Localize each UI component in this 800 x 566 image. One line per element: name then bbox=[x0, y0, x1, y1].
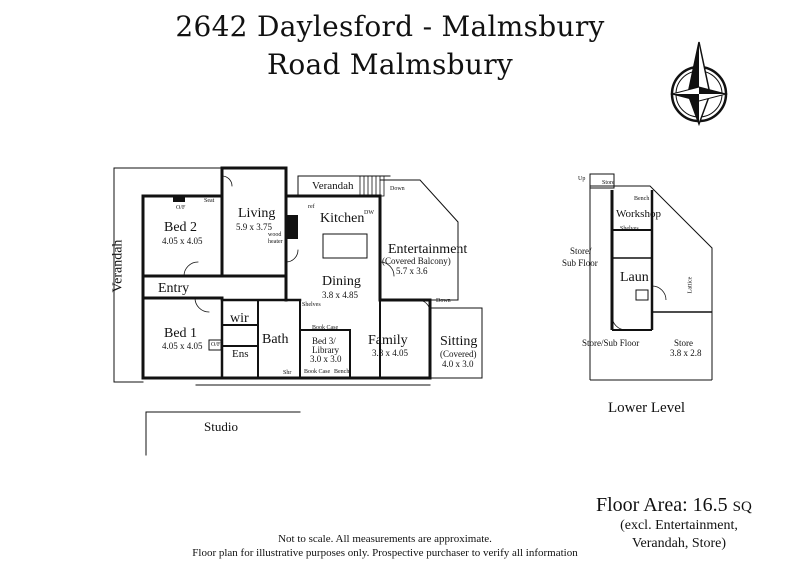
lower-laun: Laun bbox=[620, 270, 649, 285]
shr-label: Shr bbox=[283, 370, 292, 376]
down-top-label: Down bbox=[390, 186, 405, 192]
floor-area: Floor Area: 16.5 SQ bbox=[596, 494, 752, 517]
dw-label: DW bbox=[364, 210, 374, 216]
lower-store-subfloor1b: Sub Floor bbox=[562, 258, 598, 268]
bed1-name: Bed 1 bbox=[164, 326, 198, 341]
book-case-top-label: Book Case bbox=[312, 325, 339, 331]
lower-bench: Bench bbox=[634, 196, 650, 202]
ens-label: Ens bbox=[232, 348, 249, 360]
wood-heater-label: wood heater bbox=[268, 232, 283, 245]
lower-store-small: Store bbox=[602, 180, 615, 186]
bench-main-label: Bench bbox=[334, 369, 350, 375]
ref-label: ref bbox=[308, 204, 315, 210]
floor-area-exclusions: (excl. Entertainment, Verandah, Store) bbox=[620, 518, 738, 551]
down-sitting-label: Down bbox=[436, 298, 451, 304]
disclaimer-line-2: Floor plan for illustrative purposes onl… bbox=[192, 547, 578, 559]
lower-store-size: 3.8 x 2.8 bbox=[670, 348, 702, 358]
sitting-sub: (Covered) bbox=[440, 349, 477, 359]
bed2-name: Bed 2 bbox=[164, 220, 198, 235]
verandah-side-label: Verandah bbox=[110, 239, 126, 293]
lower-store-subfloor2: Store/Sub Floor bbox=[582, 338, 640, 348]
lower-lattice: Lattice bbox=[687, 276, 694, 294]
wir-label: wir bbox=[230, 311, 249, 326]
kitchen-name: Kitchen bbox=[320, 211, 365, 226]
lower-up-label: Up bbox=[578, 176, 586, 182]
title-line-2: Road Malmsbury bbox=[266, 48, 514, 81]
dining-name: Dining bbox=[322, 274, 361, 289]
bed1-size: 4.05 x 4.05 bbox=[162, 341, 203, 351]
bed2-size: 4.05 x 4.05 bbox=[162, 236, 203, 246]
living-name: Living bbox=[238, 206, 276, 221]
book-case-bottom-label: Book Case bbox=[304, 369, 331, 375]
sitting-size: 4.0 x 3.0 bbox=[442, 359, 474, 369]
entry-label: Entry bbox=[158, 281, 190, 296]
disclaimer: Not to scale. All measurements are appro… bbox=[170, 532, 600, 560]
shelves-main-label: Shelves bbox=[302, 302, 321, 308]
family-name: Family bbox=[368, 333, 408, 348]
entertainment-name: Entertainment bbox=[388, 242, 468, 257]
compass-icon bbox=[670, 41, 728, 127]
seat-label: Seat bbox=[204, 198, 215, 204]
bed3-name2: Library bbox=[312, 345, 339, 355]
lower-store-name: Store bbox=[674, 338, 693, 348]
entertainment-size: 5.7 x 3.6 bbox=[396, 266, 428, 276]
dining-size: 3.8 x 4.85 bbox=[322, 290, 358, 300]
verandah-top-label: Verandah bbox=[312, 180, 354, 192]
bed3-size: 3.0 x 3.0 bbox=[310, 354, 342, 364]
lower-store-subfloor1: Store/ bbox=[570, 246, 592, 256]
studio-label: Studio bbox=[204, 419, 238, 434]
bed1-of: O/F bbox=[211, 342, 221, 348]
bed2-of: O/F bbox=[176, 205, 186, 211]
bed3-name: Bed 3/ bbox=[312, 336, 336, 346]
title-line-1: 2642 Daylesford - Malmsbury bbox=[175, 10, 605, 43]
family-size: 3.8 x 4.05 bbox=[372, 348, 408, 358]
bath-label: Bath bbox=[262, 332, 289, 347]
lower-shelves: Shelves bbox=[620, 226, 639, 232]
floor-area-unit: SQ bbox=[732, 499, 752, 515]
lower-level-title: Lower Level bbox=[608, 400, 686, 416]
floor-area-value: Floor Area: 16.5 bbox=[596, 494, 728, 516]
entertainment-sub: (Covered Balcony) bbox=[382, 256, 451, 266]
living-size: 5.9 x 3.75 bbox=[236, 222, 272, 232]
lower-workshop: Workshop bbox=[616, 208, 661, 220]
disclaimer-line-1: Not to scale. All measurements are appro… bbox=[278, 533, 492, 545]
sitting-name: Sitting bbox=[440, 334, 478, 349]
